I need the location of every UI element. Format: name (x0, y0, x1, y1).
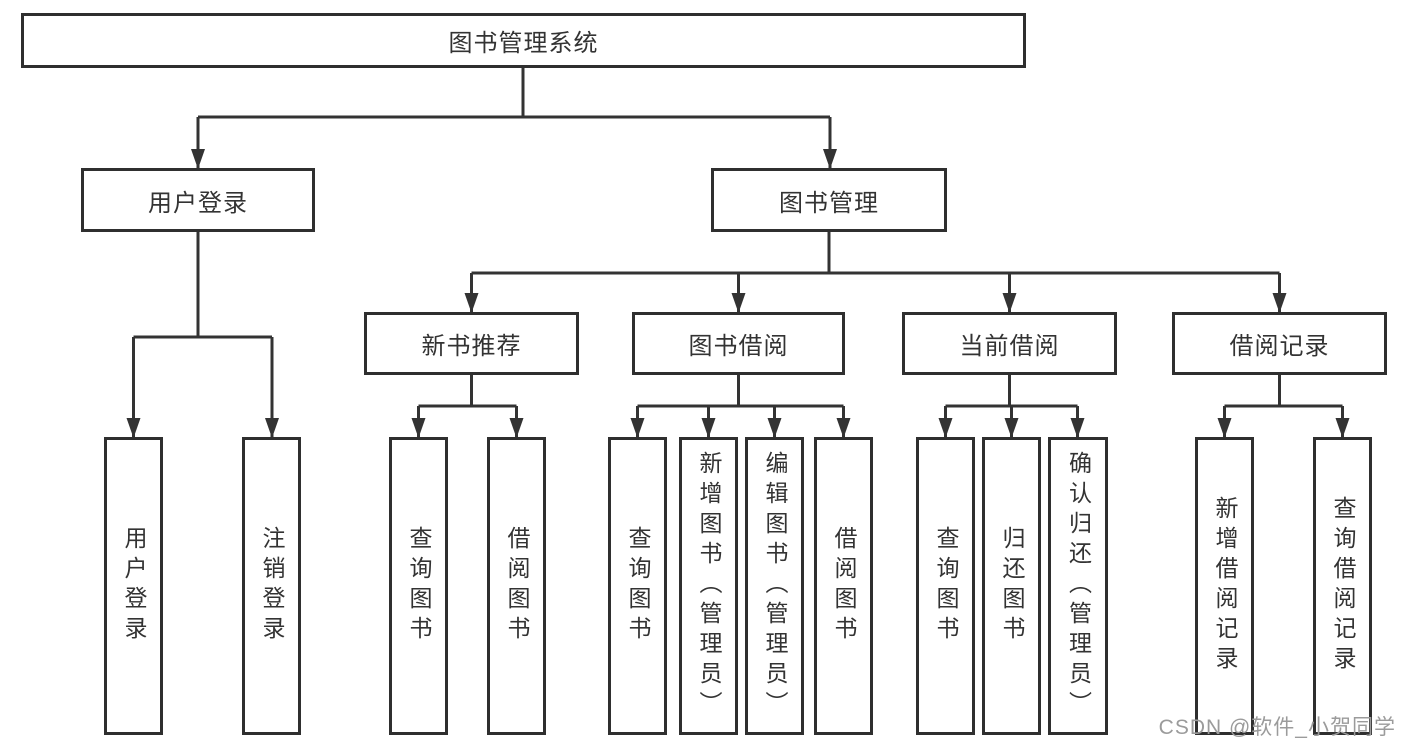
leaf-bb-borrow-book: 借阅图书 (814, 437, 873, 735)
leaf-label: 查询图书 (933, 526, 959, 646)
node-label: 当前借阅 (959, 333, 1060, 360)
leaf-label: 查询图书 (406, 526, 432, 646)
leaf-label: 查询图书 (625, 526, 651, 646)
node-label: 用户登录 (148, 189, 248, 217)
leaf-user-login: 用户登录 (104, 437, 163, 735)
leaf-label: 新增借阅记录 (1212, 496, 1238, 676)
node-book-borrow: 图书借阅 (632, 312, 845, 375)
leaf-label: 新增图书（管理员） (696, 451, 722, 721)
node-current-borrow: 当前借阅 (902, 312, 1117, 375)
leaf-label: 查询借阅记录 (1330, 496, 1356, 676)
leaf-logout: 注销登录 (242, 437, 301, 735)
leaf-cb-return-book: 归还图书 (982, 437, 1041, 735)
leaf-br-add-borrow-record: 新增借阅记录 (1195, 437, 1254, 735)
node-library-management-system: 图书管理系统 (21, 13, 1026, 68)
leaf-label: 编辑图书（管理员） (762, 451, 788, 721)
leaf-nb-borrow-book: 借阅图书 (487, 437, 546, 735)
csdn-watermark: CSDN @软件_小贺同学 (1158, 716, 1396, 739)
leaf-bb-query-book: 查询图书 (608, 437, 667, 735)
leaf-cb-query-book: 查询图书 (916, 437, 975, 735)
leaf-cb-confirm-return-admin: 确认归还（管理员） (1048, 437, 1108, 735)
leaf-label: 借阅图书 (504, 526, 530, 646)
leaf-bb-edit-book-admin: 编辑图书（管理员） (745, 437, 804, 735)
node-label: 图书管理 (779, 189, 879, 217)
node-label: 借阅记录 (1229, 333, 1330, 360)
node-user-login: 用户登录 (81, 168, 315, 232)
node-borrow-record: 借阅记录 (1172, 312, 1387, 375)
leaf-label: 用户登录 (121, 526, 147, 646)
leaf-br-query-borrow-record: 查询借阅记录 (1313, 437, 1372, 735)
node-new-book-recommend: 新书推荐 (364, 312, 579, 375)
leaf-label: 注销登录 (259, 526, 285, 646)
leaf-bb-add-book-admin: 新增图书（管理员） (679, 437, 738, 735)
node-label: 新书推荐 (421, 333, 522, 360)
leaf-label: 借阅图书 (831, 526, 857, 646)
leaf-label: 归还图书 (999, 526, 1025, 646)
node-label: 图书管理系统 (448, 30, 599, 57)
leaf-label: 确认归还（管理员） (1065, 451, 1092, 721)
leaf-nb-query-book: 查询图书 (389, 437, 448, 735)
node-book-management: 图书管理 (711, 168, 947, 232)
node-label: 图书借阅 (688, 333, 789, 360)
